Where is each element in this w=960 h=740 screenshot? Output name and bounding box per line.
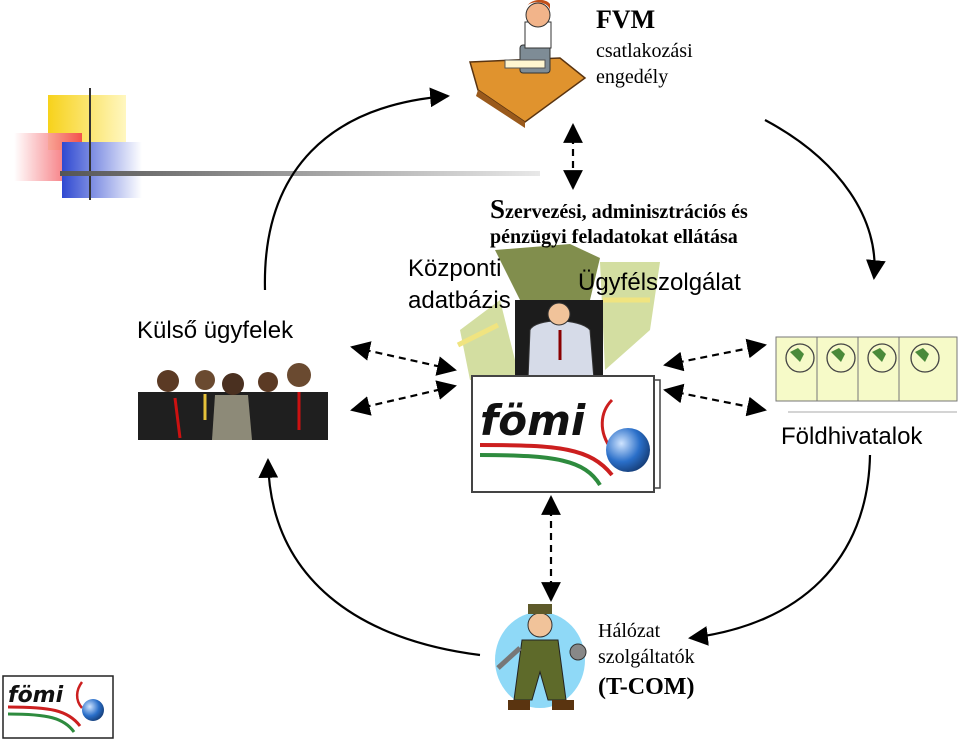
decorative-squares <box>14 88 540 200</box>
dashed-arrows <box>350 123 767 602</box>
fomi-logo-small-text: fömi <box>8 683 64 708</box>
arrow-center-landoffices-top <box>663 338 767 372</box>
arrow-clients-center-bottom <box>350 380 457 416</box>
central-db-label-line2: adatbázis <box>408 287 511 314</box>
business-people-icon <box>138 363 328 440</box>
fomi-logo-text: fömi <box>480 396 586 445</box>
cycle-arrows <box>258 87 886 657</box>
fvm-title: FVM <box>596 5 656 34</box>
org-tasks-line1: Szervezési, adminisztrációs és <box>490 194 748 225</box>
arrow-clients-center-top <box>350 341 457 376</box>
map-sheets-icon <box>775 336 958 413</box>
land-offices-label: Földhivatalok <box>781 423 923 450</box>
mechanic-icon <box>495 604 587 710</box>
arrow-center-landoffices-bottom <box>663 383 767 417</box>
arrow-clients-to-fvm <box>263 87 450 291</box>
org-tasks-line1-rest: zervezési, adminisztrációs és <box>505 201 748 223</box>
org-tasks-initial: S <box>490 194 506 224</box>
external-clients-label: Külső ügyfelek <box>137 317 294 344</box>
central-db-label-line1: Központi <box>408 255 502 282</box>
customer-service-agent-icon <box>456 244 660 381</box>
arrow-fvm-to-landoffices <box>764 119 886 280</box>
network-label-line1: Hálózat <box>598 620 661 642</box>
network-label-line2: szolgáltatók <box>598 646 695 668</box>
fvm-subtitle-line2: engedély <box>596 66 669 88</box>
customer-service-label: Ügyfélszolgálat <box>578 269 741 296</box>
fvm-subtitle-line1: csatlakozási <box>596 40 693 62</box>
arrow-network-to-clients <box>258 458 481 657</box>
org-tasks-line2: pénzügyi feladatokat ellátása <box>490 226 738 248</box>
fomi-logo-small <box>2 675 114 739</box>
fomi-logo-card <box>471 375 661 493</box>
office-worker-phone-icon <box>469 0 587 128</box>
network-label-line3: (T-COM) <box>598 674 695 700</box>
arrow-landoffices-to-network <box>688 454 872 646</box>
